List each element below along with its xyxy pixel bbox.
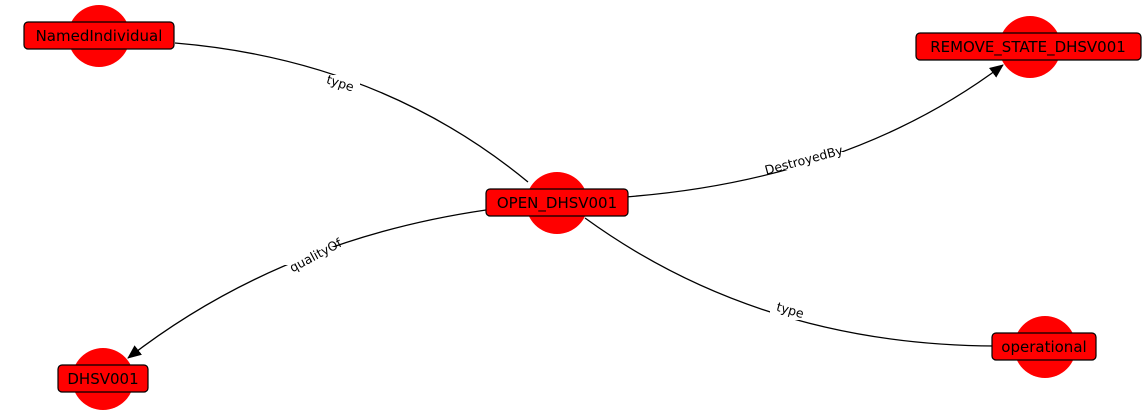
- edge-quality-of: qualityOf: [127, 209, 487, 359]
- node-operational[interactable]: operational: [991, 316, 1097, 378]
- edge-label-destroyed-by: DestroyedBy: [763, 142, 845, 177]
- node-remove-state[interactable]: REMOVE_STATE_DHSV001: [915, 16, 1142, 78]
- node-label-dhsv001: DHSV001: [67, 370, 138, 388]
- node-named-individual[interactable]: NamedIndividual: [23, 5, 175, 67]
- node-dhsv001[interactable]: DHSV001: [57, 348, 149, 410]
- node-open-dhsv001[interactable]: OPEN_DHSV001: [485, 172, 629, 234]
- edge-label-type-2: type: [775, 299, 806, 321]
- edge-type-named-individual: type: [174, 42, 529, 183]
- nodes: NamedIndividual REMOVE_STATE_DHSV001 OPE…: [23, 5, 1142, 410]
- node-label-remove-state: REMOVE_STATE_DHSV001: [930, 38, 1126, 57]
- node-label-operational: operational: [1001, 338, 1086, 356]
- node-label-open-dhsv001: OPEN_DHSV001: [497, 194, 617, 213]
- edge-destroyed-by: DestroyedBy: [624, 64, 1004, 198]
- edge-type-operational: type: [584, 217, 996, 347]
- node-label-named-individual: NamedIndividual: [36, 27, 163, 45]
